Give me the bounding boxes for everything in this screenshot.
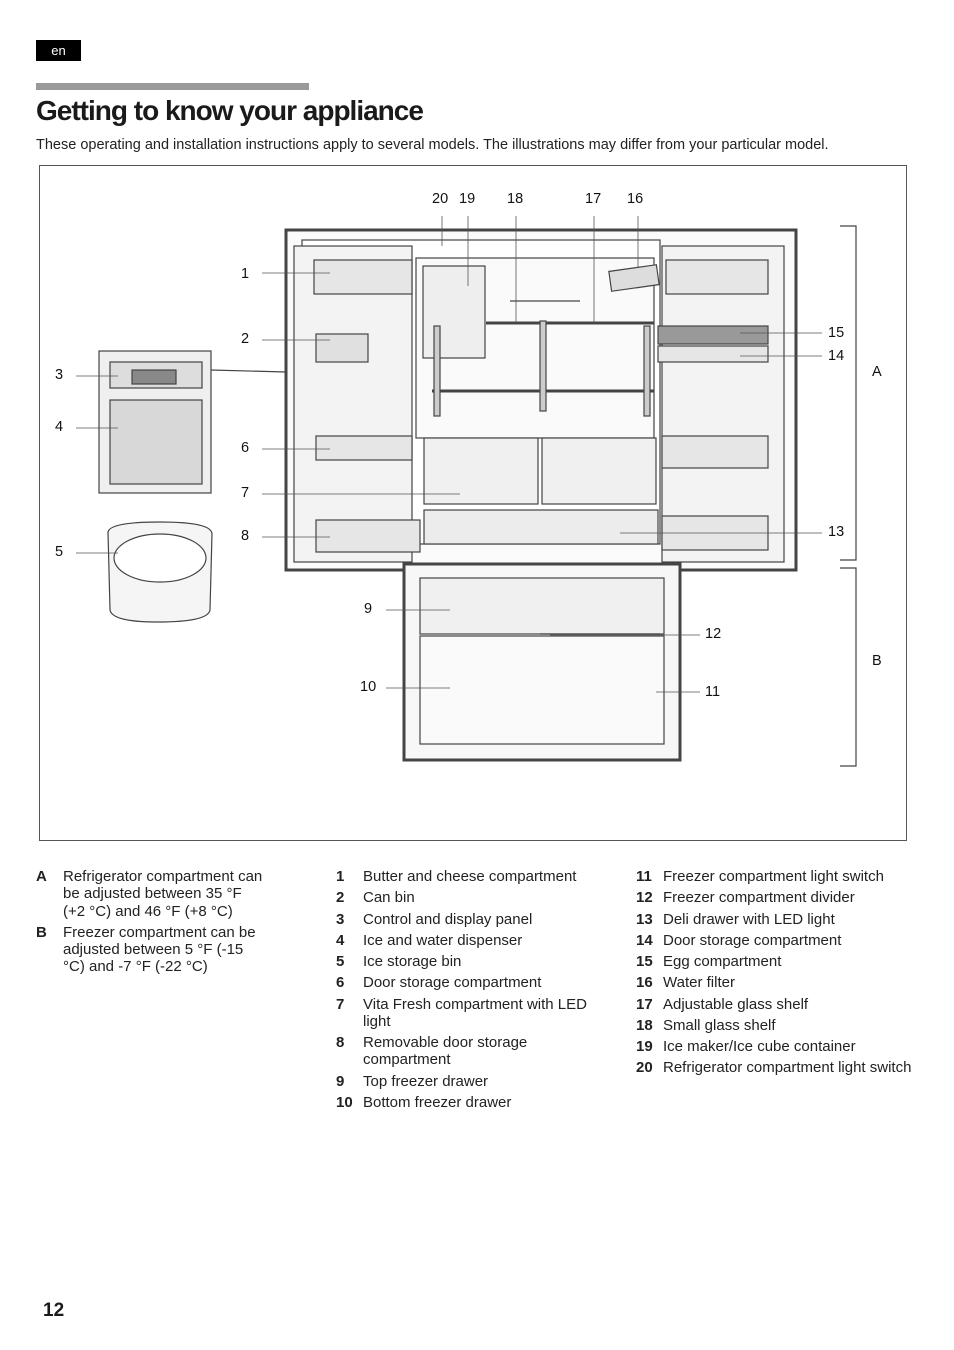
- legend-text: Water filter: [663, 974, 735, 992]
- callout-1: 1: [241, 266, 250, 282]
- language-tab: en: [36, 40, 81, 61]
- legend-text: Butter and cheese compartment: [363, 868, 577, 885]
- callout-9: 9: [364, 601, 373, 617]
- legend-key: 9: [336, 1072, 345, 1090]
- legend-key: 12: [636, 889, 653, 907]
- callout-section-a: A: [872, 364, 882, 380]
- callout-13: 13: [828, 524, 845, 540]
- legend-text: Adjustable glass shelf: [663, 995, 809, 1013]
- legend-key: 7: [336, 995, 345, 1013]
- callout-15: 15: [828, 325, 845, 341]
- legend-text: Door storage compartment: [363, 974, 542, 992]
- legend-text: Ice maker/Ice cube container: [663, 1038, 856, 1055]
- section-rule: [36, 83, 309, 90]
- callout-19: 19: [459, 191, 476, 207]
- legend-row: 19 Ice maker/Ice cube container: [636, 1038, 916, 1055]
- legend-row: 14 Door storage compartment: [636, 932, 916, 949]
- legend-text: Freezer compartment light switch: [663, 868, 884, 885]
- legend-key: 20: [636, 1059, 653, 1077]
- legend-key: 5: [336, 953, 345, 970]
- legend-key: 15: [636, 953, 653, 970]
- legend-text: Ice storage bin: [363, 953, 462, 970]
- callout-5: 5: [55, 544, 64, 560]
- legend-text: Refrigerator compartment light switch: [663, 1059, 912, 1077]
- legend-row: 9 Top freezer drawer: [336, 1073, 616, 1090]
- legend-row: 5 Ice storage bin: [336, 953, 616, 970]
- legend-text: Removable door storage compartment: [363, 1034, 528, 1069]
- legend-key: 18: [636, 1016, 653, 1034]
- legend-row: 13 Deli drawer with LED light: [636, 911, 916, 928]
- legend-row: 6 Door storage compartment: [336, 974, 616, 991]
- callout-8: 8: [241, 528, 250, 544]
- legend-key: 4: [336, 931, 345, 949]
- legend-row: 18 Small glass shelf: [636, 1017, 916, 1034]
- legend-key: 17: [636, 995, 653, 1013]
- callout-6: 6: [241, 440, 250, 456]
- legend-text: Door storage compartment: [663, 931, 842, 949]
- legend-text: Freezer compartment can be adjusted betw…: [63, 923, 256, 976]
- legend-row: 3 Control and display panel: [336, 911, 616, 928]
- legend-row: B Freezer compartment can be adjusted bet…: [36, 924, 266, 976]
- legend-row: 11 Freezer compartment light switch: [636, 868, 916, 885]
- legend-text: Top freezer drawer: [363, 1072, 489, 1090]
- intro-text: These operating and installation instruc…: [36, 137, 829, 153]
- legend-row: 16 Water filter: [636, 974, 916, 991]
- legend-key: 16: [636, 974, 653, 992]
- legend-key: 6: [336, 974, 345, 992]
- legend-text: Small glass shelf: [663, 1016, 776, 1034]
- legend-row: 4 Ice and water dispenser: [336, 932, 616, 949]
- legend-key: 3: [336, 910, 345, 928]
- callout-7: 7: [241, 485, 250, 501]
- legend-text: Freezer compartment divider: [663, 889, 855, 907]
- legend-key: B: [36, 923, 47, 941]
- legend-row: 10 Bottom freezer drawer: [336, 1094, 616, 1111]
- legend-key: A: [36, 868, 47, 885]
- legend-row: 17 Adjustable glass shelf: [636, 996, 916, 1013]
- page-title: Getting to know your appliance: [36, 95, 424, 126]
- callout-11: 11: [705, 684, 721, 700]
- legend-key: 13: [636, 910, 653, 928]
- legend-text: Bottom freezer drawer: [363, 1093, 512, 1111]
- legend-key: 8: [336, 1034, 345, 1051]
- legend-key: 2: [336, 889, 345, 907]
- callout-17: 17: [585, 191, 602, 207]
- legend-text: Vita Fresh compartment with LED light: [363, 995, 587, 1030]
- legend-row: A Refrigerator compartment can be adjuste…: [36, 868, 266, 920]
- legend-row: 7 Vita Fresh compartment with LED light: [336, 996, 616, 1031]
- callout-20: 20: [432, 191, 449, 207]
- legend-parts-11-20: 11 Freezer compartment light switch 12 Fre…: [636, 868, 916, 1081]
- callout-18: 18: [507, 191, 524, 207]
- callout-2: 2: [241, 331, 250, 347]
- callout-section-b: B: [872, 653, 882, 669]
- legend-key: 11: [636, 868, 652, 885]
- legend-text: Egg compartment: [663, 953, 782, 970]
- legend-row: 2 Can bin: [336, 889, 616, 906]
- legend-key: 19: [636, 1038, 653, 1055]
- callout-12: 12: [705, 626, 722, 642]
- legend-row: 15 Egg compartment: [636, 953, 916, 970]
- legend-row: 1 Butter and cheese compartment: [336, 868, 616, 885]
- legend-row: 8 Removable door storage compartment: [336, 1034, 616, 1069]
- legend-row: 12 Freezer compartment divider: [636, 889, 916, 906]
- callout-10: 10: [360, 679, 377, 695]
- legend-text: Ice and water dispenser: [363, 931, 523, 949]
- legend-compartments: A Refrigerator compartment can be adjuste…: [36, 868, 266, 980]
- callout-14: 14: [828, 348, 845, 364]
- appliance-diagram: 1 2 3 4 5 6 7 8 9 10 11 12 13 14 15 16 1…: [39, 165, 907, 841]
- legend-text: Deli drawer with LED light: [663, 910, 835, 928]
- callout-4: 4: [55, 419, 64, 435]
- callout-16: 16: [627, 191, 644, 207]
- page-number: 12: [43, 1300, 65, 1321]
- callout-3: 3: [55, 367, 64, 383]
- legend-text: Control and display panel: [363, 910, 533, 928]
- fridge-illustration: [76, 216, 857, 767]
- legend-row: 20 Refrigerator compartment light switch: [636, 1059, 916, 1076]
- legend-key: 14: [636, 931, 653, 949]
- legend-text: Refrigerator compartment can be adjusted…: [63, 868, 263, 920]
- legend-key: 10: [336, 1093, 353, 1111]
- legend-key: 1: [336, 868, 345, 885]
- legend-text: Can bin: [363, 889, 415, 907]
